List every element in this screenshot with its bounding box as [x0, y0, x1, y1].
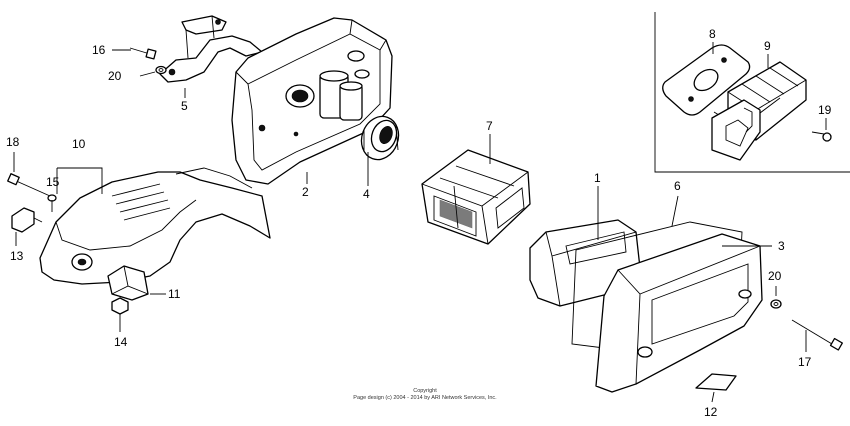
part-10-cover	[39, 167, 271, 285]
label-18: 18	[6, 135, 20, 149]
label-15: 15	[46, 175, 60, 189]
copyright-notice: Copyright Page design (c) 2004 - 2014 by…	[353, 388, 497, 401]
label-13: 13	[10, 249, 24, 263]
copyright-line-2: Page design (c) 2004 - 2014 by ARI Netwo…	[353, 395, 497, 401]
part-labels: 1 6 3 2 4 5 7 8 9 19 10 11 14 13 18 15 1…	[6, 27, 832, 419]
label-6: 6	[674, 179, 681, 193]
label-20-upper: 20	[108, 69, 122, 83]
label-10: 10	[72, 137, 86, 151]
part-7-element	[421, 149, 531, 245]
label-9: 9	[764, 39, 771, 53]
label-14: 14	[114, 335, 128, 349]
part-13-bushing	[11, 207, 43, 233]
part-18-bolt	[7, 173, 51, 197]
part-17-bolt	[791, 319, 843, 351]
part-3-cover	[595, 233, 763, 393]
part-9-screen	[711, 61, 807, 161]
label-2: 2	[302, 185, 309, 199]
part-8-gasket	[662, 44, 751, 116]
label-11: 11	[168, 287, 181, 301]
part-11-clip	[107, 265, 149, 301]
part-16-bolt	[129, 47, 157, 60]
part-2-case	[231, 17, 393, 185]
part-19-screw	[811, 131, 832, 142]
part-12-label	[695, 373, 737, 391]
label-17: 17	[798, 355, 812, 369]
label-16: 16	[92, 43, 106, 57]
label-19: 19	[818, 103, 832, 117]
label-1: 1	[594, 171, 601, 185]
inset-frame	[654, 12, 850, 173]
label-7: 7	[486, 119, 493, 133]
label-5: 5	[181, 99, 188, 113]
part-20-washer-lower	[770, 299, 782, 309]
label-20-lower: 20	[768, 269, 782, 283]
leader-lines	[13, 42, 827, 403]
part-20-washer-upper	[155, 65, 167, 75]
label-3: 3	[778, 239, 785, 253]
part-14-nut	[111, 297, 129, 315]
label-4: 4	[363, 187, 370, 201]
label-8: 8	[709, 27, 716, 41]
copyright-line-1: Copyright	[413, 388, 437, 394]
part-5-bracket	[159, 15, 263, 83]
part-4-grommet	[360, 115, 400, 161]
label-12: 12	[704, 405, 718, 419]
